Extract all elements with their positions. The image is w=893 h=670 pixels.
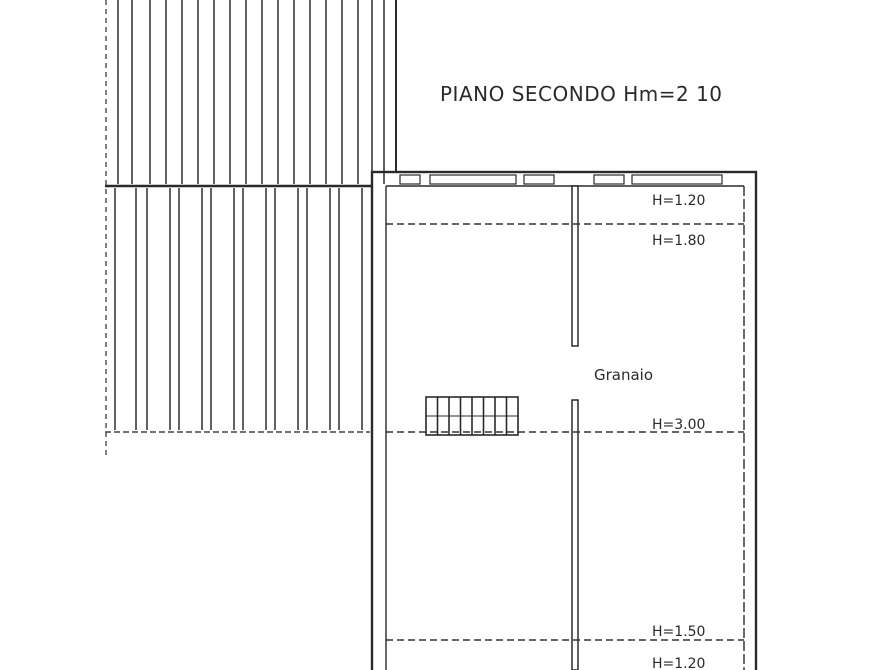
outer-wall <box>370 170 758 670</box>
stair-symbol <box>425 396 519 436</box>
height-label-5: H=1.20 <box>652 656 705 670</box>
room-name: Granaio <box>594 366 653 384</box>
height-label-3: H=3.00 <box>652 417 705 433</box>
partition-lower <box>571 399 579 670</box>
roof-hatching <box>114 0 385 430</box>
window <box>631 174 723 185</box>
height-label-1: H=1.20 <box>652 193 705 209</box>
height-lines <box>386 223 744 641</box>
height-label-4: H=1.50 <box>652 624 705 640</box>
window <box>523 174 555 185</box>
room-walls <box>370 170 758 670</box>
window <box>399 174 421 185</box>
height-label-2: H=1.80 <box>652 233 705 249</box>
drawing-title: PIANO SECONDO Hm=2 10 <box>440 82 723 106</box>
partition-upper <box>571 185 579 347</box>
window <box>593 174 625 185</box>
window <box>429 174 517 185</box>
top-windows <box>399 174 723 185</box>
